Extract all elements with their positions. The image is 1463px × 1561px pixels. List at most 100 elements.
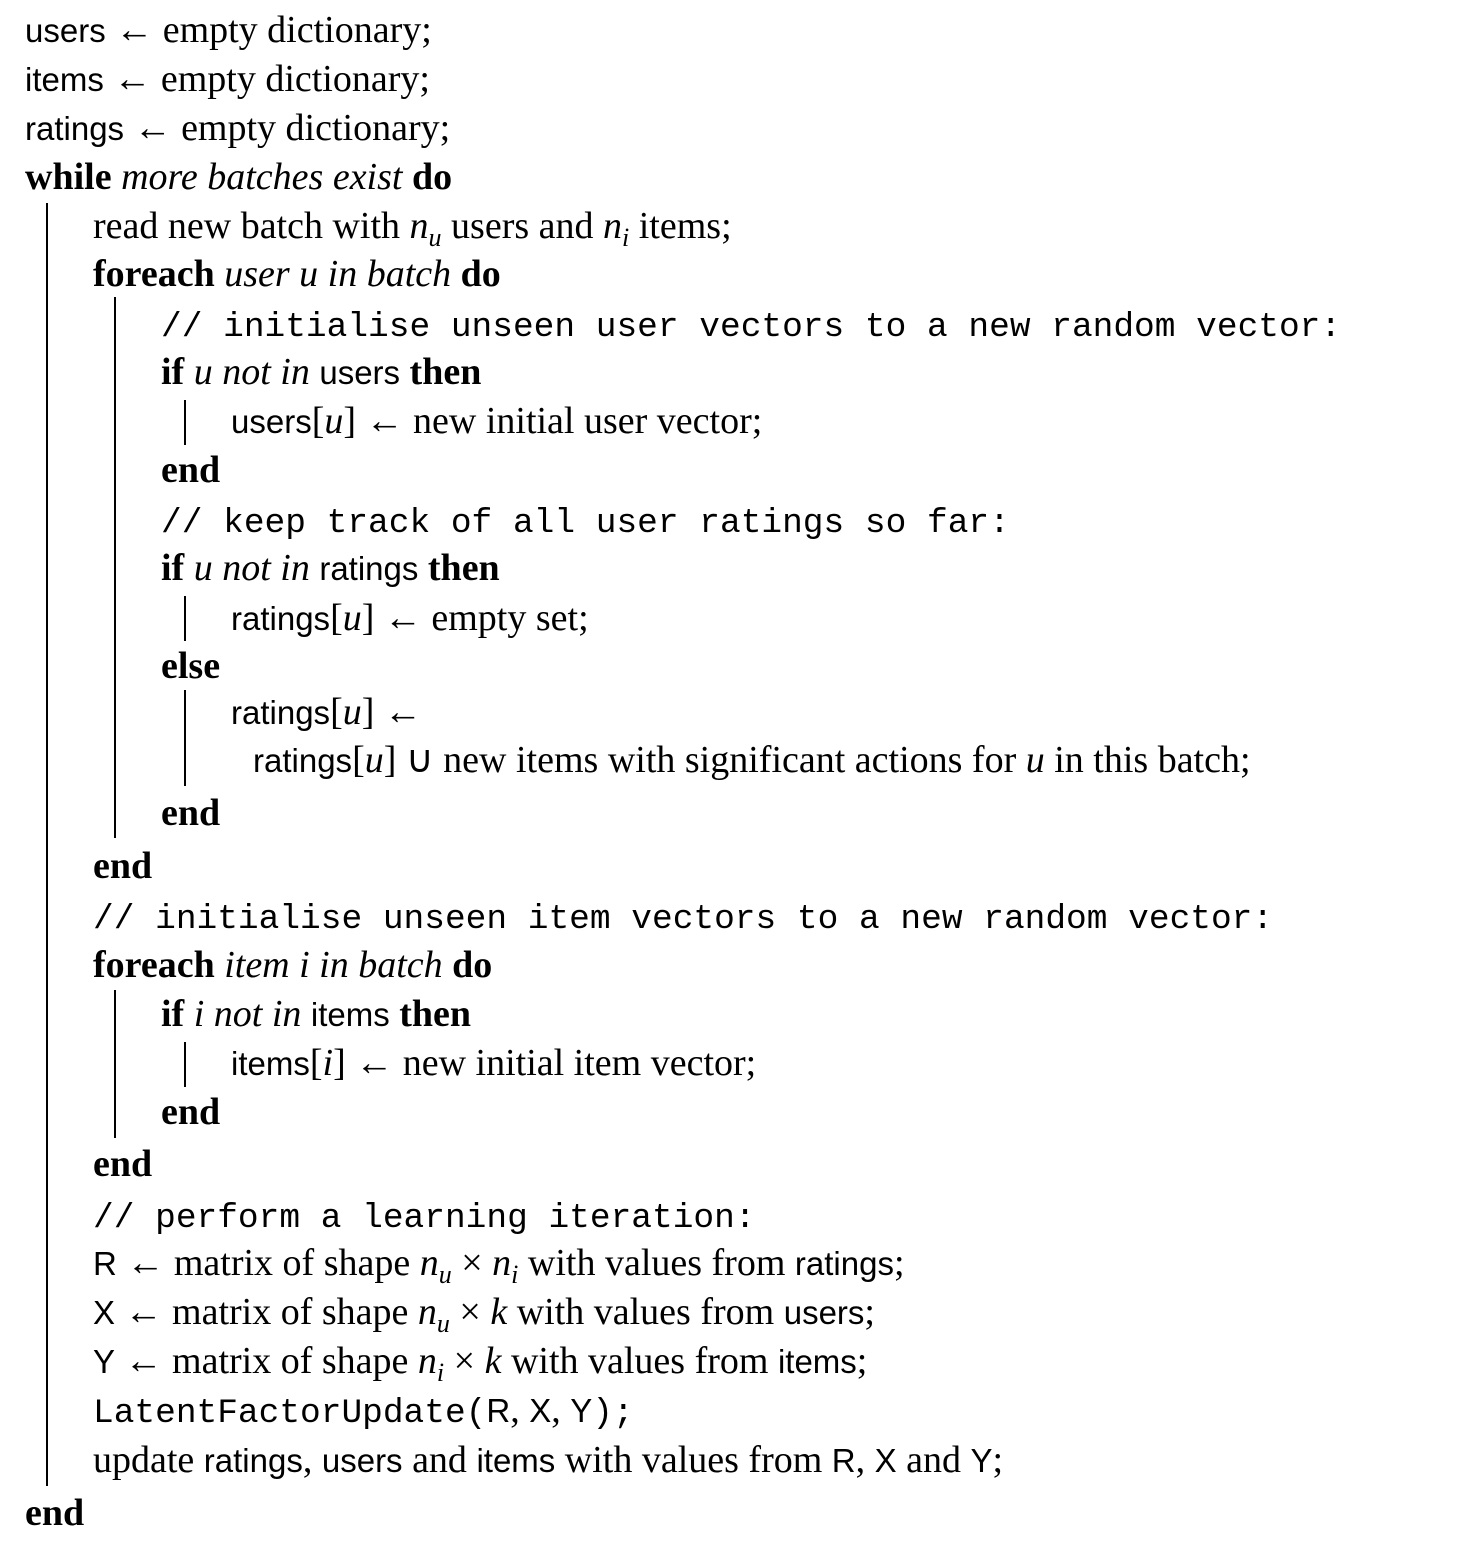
- line-token-ital: n: [409, 205, 429, 247]
- line-token-serif: [: [330, 691, 343, 733]
- line-token-ital: n: [603, 205, 623, 247]
- else-block-bar: [184, 690, 186, 786]
- line-token-serif: ] ← new initial user vector;: [343, 400, 763, 442]
- line-token-sans: X: [874, 1442, 897, 1479]
- algorithm-line: // initialise unseen item vectors to a n…: [93, 891, 1273, 941]
- line-token-bold: if: [161, 351, 194, 393]
- algorithm-line: while more batches exist do: [25, 152, 452, 202]
- line-token-sans: users: [783, 1294, 865, 1331]
- line-token-sans: items: [777, 1343, 857, 1380]
- line-token-ital: k: [484, 1340, 502, 1382]
- line-token-mono: // initialise unseen item vectors to a n…: [93, 900, 1274, 939]
- line-token-serif: [: [330, 597, 343, 639]
- line-token-serif: with values from: [501, 1340, 778, 1382]
- line-token-serif: ← empty dictionary;: [105, 9, 432, 51]
- line-token-sans: items: [231, 1045, 310, 1082]
- line-token-mono: // perform a learning iteration:: [93, 1199, 756, 1238]
- line-token-sans: ratings: [231, 600, 331, 637]
- line-token-serif: ] ←: [361, 691, 422, 733]
- line-token-ital: u not in: [193, 351, 320, 393]
- line-token-sans: users: [25, 12, 106, 49]
- line-token-sans: users: [321, 1442, 403, 1479]
- line-token-sans: ratings: [253, 742, 353, 779]
- algorithm-line: // initialise unseen user vectors to a n…: [161, 299, 1341, 349]
- line-token-mono: LatentFactorUpdate(: [93, 1394, 487, 1433]
- line-token-ital: u not in: [193, 547, 320, 589]
- line-token-bold: then: [400, 351, 482, 393]
- algorithm-line: foreach user u in batch do: [93, 249, 501, 299]
- line-token-serif: ← matrix of shape: [115, 1291, 418, 1333]
- line-token-sans: R: [831, 1442, 856, 1479]
- algorithm-line: ratings[u] ∪ new items with significant …: [253, 735, 1251, 785]
- line-token-sans: X: [93, 1294, 116, 1331]
- line-token-ital: u: [364, 739, 384, 781]
- line-token-serif: with values from: [507, 1291, 784, 1333]
- algorithm-line: if i not in items then: [161, 989, 471, 1039]
- line-token-sub: i: [511, 1260, 519, 1289]
- algorithm-line: ratings[u] ←: [231, 687, 422, 737]
- algorithm-line: update ratings, users and items with val…: [93, 1435, 1003, 1485]
- algorithm-line: R ← matrix of shape nu × ni with values …: [93, 1238, 905, 1289]
- line-token-ital: k: [490, 1291, 508, 1333]
- foreach-user-block-bar: [114, 297, 116, 838]
- line-token-serif: ×: [451, 1242, 493, 1284]
- line-token-serif: ;: [856, 1340, 868, 1382]
- algorithm-line: end: [161, 788, 220, 838]
- line-token-sans: users: [231, 403, 312, 440]
- line-token-serif: and: [402, 1439, 477, 1481]
- line-token-bold: do: [411, 156, 453, 198]
- algorithm-line: // perform a learning iteration:: [93, 1190, 756, 1240]
- line-token-serif: ] ← empty set;: [361, 597, 589, 639]
- line-token-bold: foreach: [93, 944, 225, 986]
- line-token-ital: u: [324, 400, 344, 442]
- line-token-bold: end: [161, 449, 221, 491]
- if-users-block-bar: [184, 400, 186, 445]
- line-token-serif: ;: [893, 1242, 905, 1284]
- algorithm-line: Y ← matrix of shape ni × k with values f…: [93, 1336, 868, 1387]
- line-token-ital: n: [417, 1340, 437, 1382]
- algorithm-line: end: [161, 1087, 220, 1137]
- algorithm-line: ratings ← empty dictionary;: [25, 103, 450, 153]
- algorithm-line: end: [25, 1488, 84, 1538]
- line-token-sans: ratings: [203, 1442, 303, 1479]
- line-token-ital: n: [492, 1242, 512, 1284]
- line-token-bold: while: [25, 156, 122, 198]
- line-token-mono: // initialise unseen user vectors to a n…: [161, 308, 1342, 347]
- line-token-serif: ×: [444, 1340, 485, 1382]
- line-token-bold: end: [93, 1143, 153, 1185]
- line-token-ital: u: [342, 691, 362, 733]
- line-token-serif: ,: [302, 1439, 322, 1481]
- line-token-ital: n: [419, 1242, 439, 1284]
- line-token-sub: u: [438, 1260, 452, 1289]
- line-token-bold: if: [161, 547, 194, 589]
- algorithm-line: users[u] ← new initial user vector;: [231, 396, 762, 446]
- line-token-ital: u: [1025, 739, 1045, 781]
- line-token-serif: ← empty dictionary;: [124, 107, 451, 149]
- line-token-ital: user u in batch: [224, 253, 461, 295]
- line-token-serif: ,: [510, 1389, 530, 1431]
- line-token-sub: i: [622, 223, 630, 252]
- algorithm-line: end: [93, 1139, 152, 1189]
- line-token-sub: i: [436, 1358, 445, 1387]
- line-token-serif: users and: [441, 205, 604, 247]
- algorithm-line: foreach item i in batch do: [93, 940, 492, 990]
- algorithm-line: items[i] ← new initial item vector;: [231, 1038, 756, 1088]
- line-token-ital: i: [322, 1042, 334, 1084]
- algorithm-line: ratings[u] ← empty set;: [231, 593, 589, 643]
- line-token-serif: ] ← new initial item vector;: [333, 1042, 757, 1084]
- line-token-sans: ratings: [319, 550, 419, 587]
- line-token-sans: ratings: [231, 694, 331, 731]
- line-token-sans: ratings: [794, 1245, 894, 1282]
- line-token-bold: else: [161, 645, 221, 687]
- line-token-sans: users: [319, 354, 401, 391]
- line-token-bold: do: [452, 944, 493, 986]
- if-ratings-block-bar: [184, 596, 186, 641]
- line-token-serif: ,: [551, 1389, 571, 1431]
- line-token-serif: with values from: [518, 1242, 795, 1284]
- line-token-serif: ← matrix of shape: [115, 1340, 418, 1382]
- algorithm-line: items ← empty dictionary;: [25, 54, 430, 104]
- line-token-bold: end: [25, 1492, 85, 1534]
- line-token-sans: Y: [570, 1392, 593, 1429]
- line-token-bold: then: [389, 993, 472, 1035]
- line-token-serif: ] ∪ new items with significant actions f…: [383, 739, 1026, 781]
